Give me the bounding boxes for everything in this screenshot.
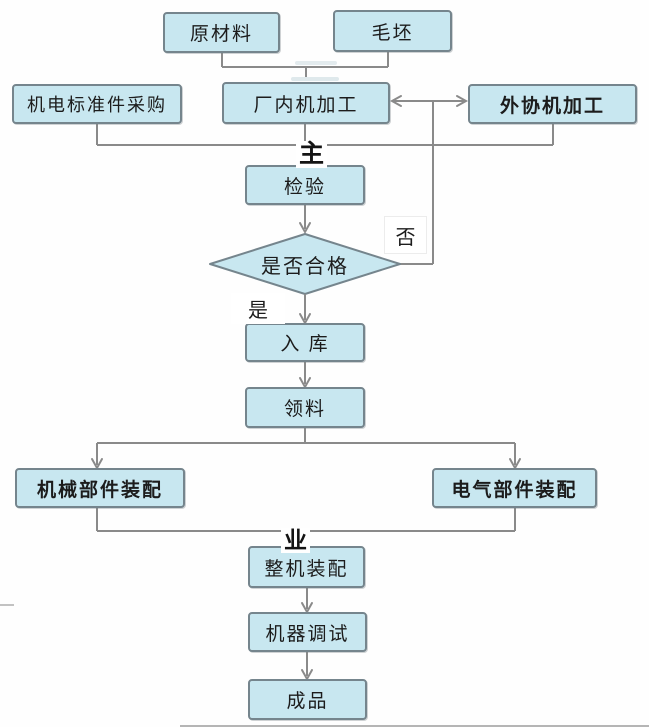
- edge-label-no: 否: [384, 216, 427, 254]
- watermark-fragment-zhu-text: 主: [299, 140, 325, 168]
- arrowhead-right-into-outsourced: [456, 95, 469, 107]
- node-machine-debugging-label: 机器调试: [265, 623, 350, 645]
- node-electrical-assembly: 电气部件装配: [432, 468, 597, 508]
- node-material-requisition-label: 领料: [283, 399, 326, 420]
- node-std-parts-purchase-label: 机电标准件采购: [27, 95, 167, 115]
- watermark-fragment-ye: 业: [281, 528, 310, 553]
- node-finished-product: 成品: [248, 679, 367, 720]
- node-final-assembly: 整机装配: [248, 546, 365, 588]
- watermark-fragment-ye-text: 业: [284, 527, 307, 553]
- node-warehousing-label: 入 库: [280, 334, 330, 355]
- node-mechanical-assembly-label: 机械部件装配: [36, 479, 163, 501]
- node-outsourced-machining: 外协机加工: [468, 84, 637, 124]
- scan-artifact: [0, 604, 14, 606]
- node-inspection-label: 检验: [283, 176, 326, 198]
- node-electrical-assembly-label: 电气部件装配: [451, 479, 578, 501]
- node-qualified-decision: 是否合格: [225, 250, 385, 278]
- node-warehousing: 入 库: [245, 323, 365, 362]
- node-final-assembly-label: 整机装配: [264, 558, 349, 580]
- edge-label-no-text: 否: [395, 226, 416, 249]
- node-raw-material: 原材料: [163, 12, 280, 53]
- node-in-house-machining: 厂内机加工: [222, 82, 390, 124]
- node-raw-material-label: 原材料: [189, 24, 253, 45]
- node-std-parts-purchase: 机电标准件采购: [12, 84, 182, 124]
- node-material-requisition: 领料: [245, 387, 365, 428]
- node-blank-label: 毛坯: [371, 22, 414, 44]
- node-outsourced-machining-label: 外协机加工: [499, 95, 605, 117]
- node-blank: 毛坯: [333, 10, 452, 52]
- arrowhead-left-into-inhouse: [389, 95, 402, 107]
- watermark-fragment-zhu: 主: [296, 140, 328, 168]
- node-machine-debugging: 机器调试: [248, 612, 367, 652]
- node-qualified-decision-label: 是否合格: [261, 255, 349, 278]
- scan-artifact: [180, 725, 649, 727]
- node-inspection: 检验: [245, 165, 365, 205]
- node-mechanical-assembly: 机械部件装配: [15, 468, 185, 508]
- edge-label-yes: 是: [231, 293, 285, 324]
- node-finished-product-label: 成品: [286, 691, 329, 712]
- arrowhead-into-decision: [299, 222, 311, 235]
- scan-artifact: [295, 61, 337, 65]
- edge-label-yes-text: 是: [248, 300, 268, 322]
- node-in-house-machining-label: 厂内机加工: [253, 94, 359, 116]
- scan-artifact: [291, 77, 339, 81]
